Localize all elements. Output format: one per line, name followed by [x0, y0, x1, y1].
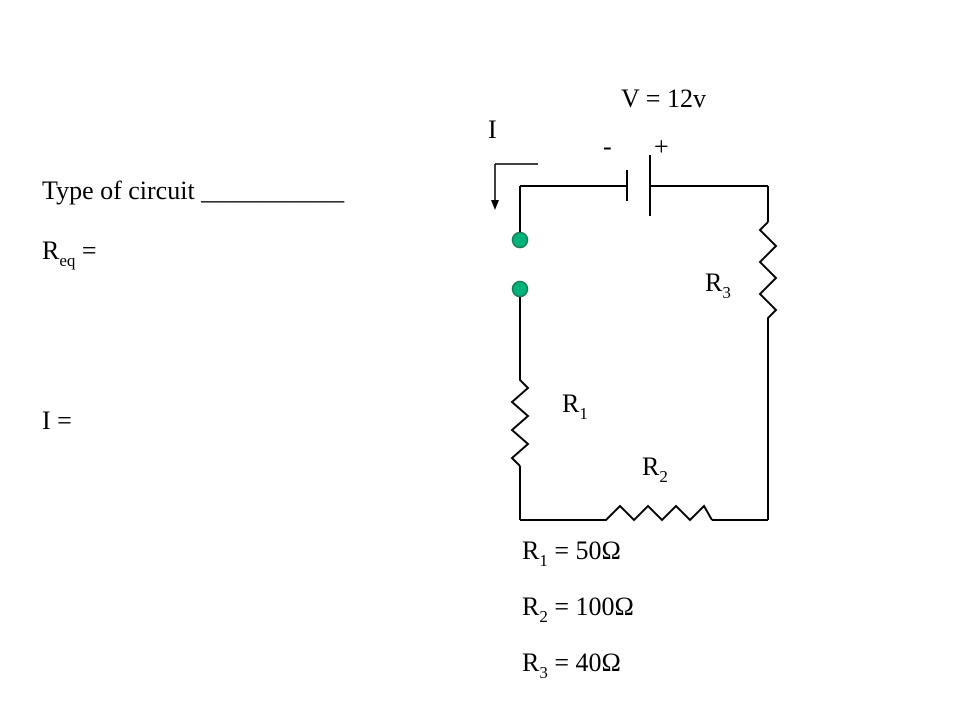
- resistor-r1-symbol: [510, 368, 530, 467]
- current-answer-label: I =: [42, 406, 72, 435]
- resistor-r2-label: R2: [642, 452, 668, 486]
- resistor-r2-symbol: [594, 504, 713, 522]
- current-label: I: [488, 115, 497, 144]
- req-main: R: [42, 236, 60, 265]
- current-arrow-head-icon: [491, 200, 499, 210]
- req-equals: =: [75, 236, 97, 265]
- voltage-label: V = 12v: [621, 84, 706, 113]
- type-of-circuit-label: Type of circuit ___________: [42, 176, 345, 205]
- terminal-upper: [511, 231, 529, 249]
- r1-value: R1 = 50Ω: [522, 536, 621, 570]
- req-subscript: eq: [59, 251, 76, 270]
- r2-value: R2 = 100Ω: [522, 592, 634, 626]
- resistor-r1-label: R1: [562, 389, 588, 423]
- r3-value: R3 = 40Ω: [522, 648, 621, 682]
- resistor-r3-symbol: [758, 221, 778, 328]
- req-label: Req =: [42, 236, 97, 276]
- resistor-r3-label: R3: [705, 268, 731, 302]
- battery-minus-sign: -: [603, 132, 612, 161]
- terminal-lower: [511, 280, 529, 298]
- battery-plus-sign: +: [654, 132, 669, 161]
